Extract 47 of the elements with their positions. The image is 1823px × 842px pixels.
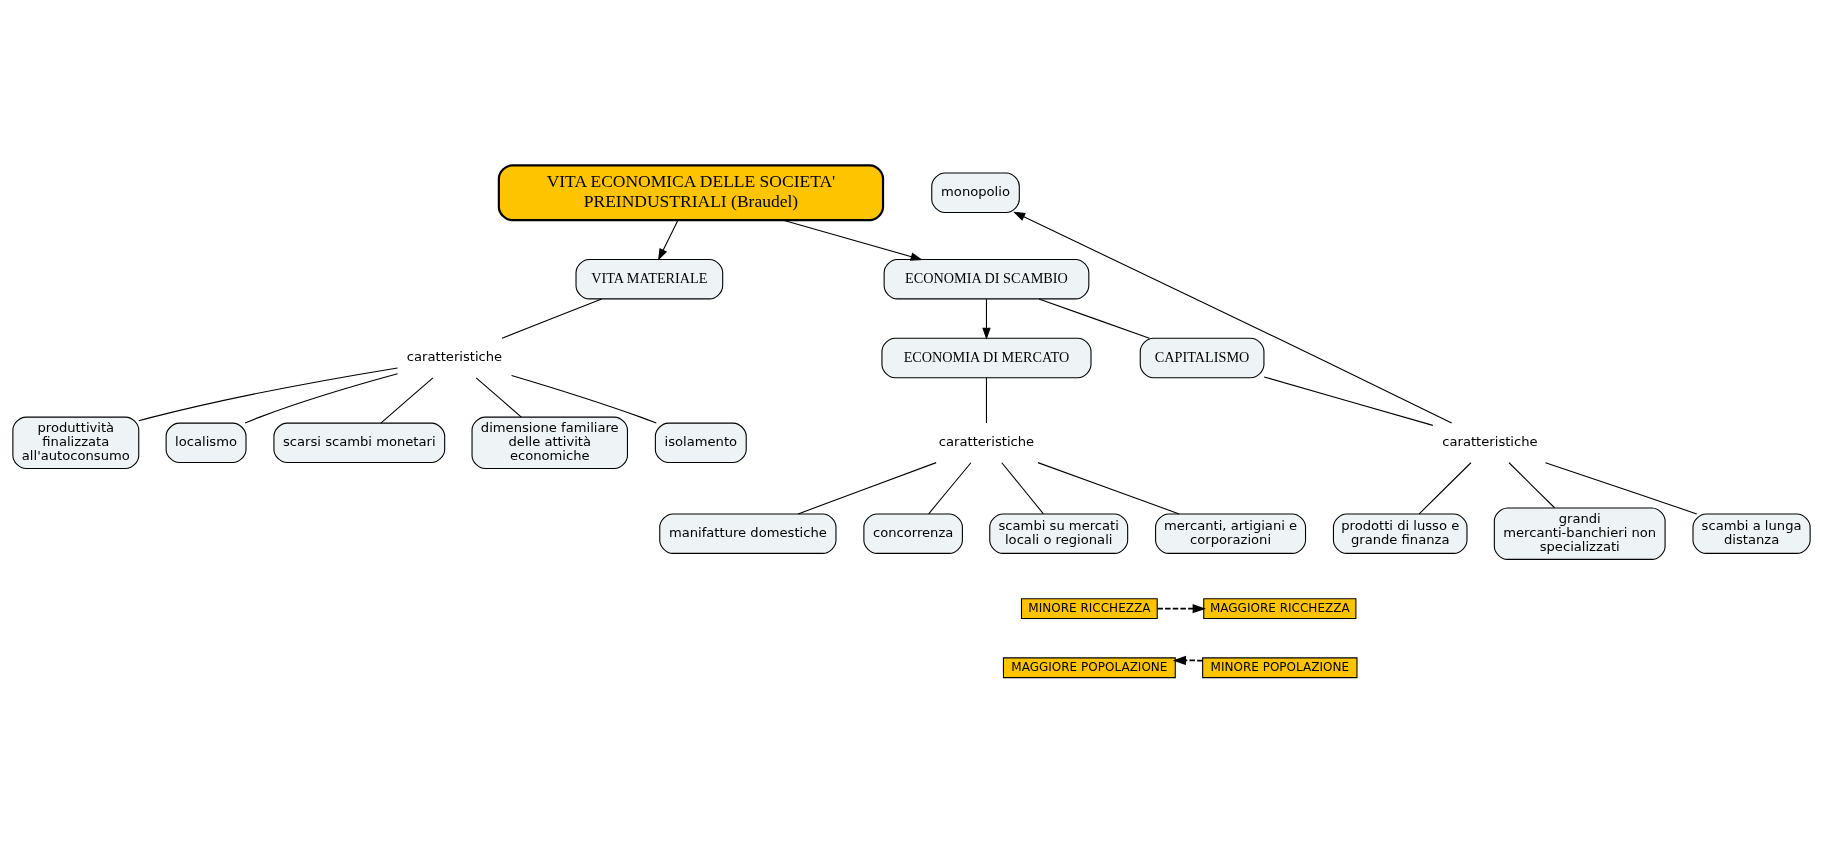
- node-box: produttività finalizzata all'autoconsumo: [12, 416, 140, 469]
- node-box: monopolio: [931, 172, 1020, 213]
- node-box: manifatture domestiche: [659, 512, 837, 554]
- node-text: caratteristiche: [1442, 433, 1538, 449]
- connector: [928, 461, 972, 514]
- connector: [138, 366, 399, 421]
- arrow: [1156, 603, 1206, 613]
- node-text: caratteristiche: [938, 433, 1035, 449]
- node-box: MINORE RICCHEZZA: [1020, 597, 1158, 619]
- connector: [1037, 461, 1180, 514]
- connector: [1544, 461, 1698, 514]
- connector: [475, 376, 522, 418]
- connector: [1508, 461, 1556, 508]
- node-box: localismo: [165, 422, 247, 463]
- arrow: [1013, 211, 1453, 424]
- node-box: dimensione familiare delle attività economiche: [471, 416, 628, 469]
- node-box: prodotti di lusso e grande finanza: [1332, 512, 1468, 554]
- connector: [501, 298, 603, 339]
- node-box: ECONOMIA DI MERCATO: [881, 337, 1092, 378]
- connector: [1001, 461, 1044, 514]
- connector: [985, 376, 988, 424]
- node-box: grandi mercanti-banchieri non specializzati: [1493, 506, 1666, 560]
- connector: [244, 372, 399, 424]
- node-box: MAGGIORE RICCHEZZA: [1203, 597, 1357, 619]
- node-box: scambi su mercati locali o regionali: [989, 512, 1129, 554]
- node-box: VITA MATERIALE: [575, 258, 724, 299]
- node-box: concorrenza: [863, 512, 963, 554]
- node-box: scarsi scambi monetari: [273, 422, 446, 463]
- arrow: [782, 219, 923, 261]
- node-box: mercanti, artigiani e corporazioni: [1155, 512, 1307, 554]
- connector: [511, 374, 657, 424]
- node-box: MINORE POPOLAZIONE: [1202, 656, 1358, 678]
- node-box: ECONOMIA DI SCAMBIO: [883, 258, 1090, 299]
- node-box: CAPITALISMO: [1139, 337, 1265, 378]
- arrow: [658, 219, 679, 261]
- node-box: isolamento: [654, 422, 747, 463]
- connector: [380, 376, 434, 424]
- connector: [1038, 297, 1150, 339]
- node-box: VITA ECONOMICA DELLE SOCIETA' PREINDUSTRIALI (Braudel): [497, 163, 885, 221]
- node-text: caratteristiche: [406, 348, 503, 364]
- arrow: [1172, 655, 1204, 665]
- node-box: scambi a lunga distanza: [1692, 512, 1811, 554]
- arrow: [982, 298, 991, 340]
- node-box: MAGGIORE POPOLAZIONE: [1002, 656, 1176, 678]
- connector: [797, 461, 937, 514]
- connector: [1418, 461, 1472, 514]
- connector: [1263, 375, 1434, 426]
